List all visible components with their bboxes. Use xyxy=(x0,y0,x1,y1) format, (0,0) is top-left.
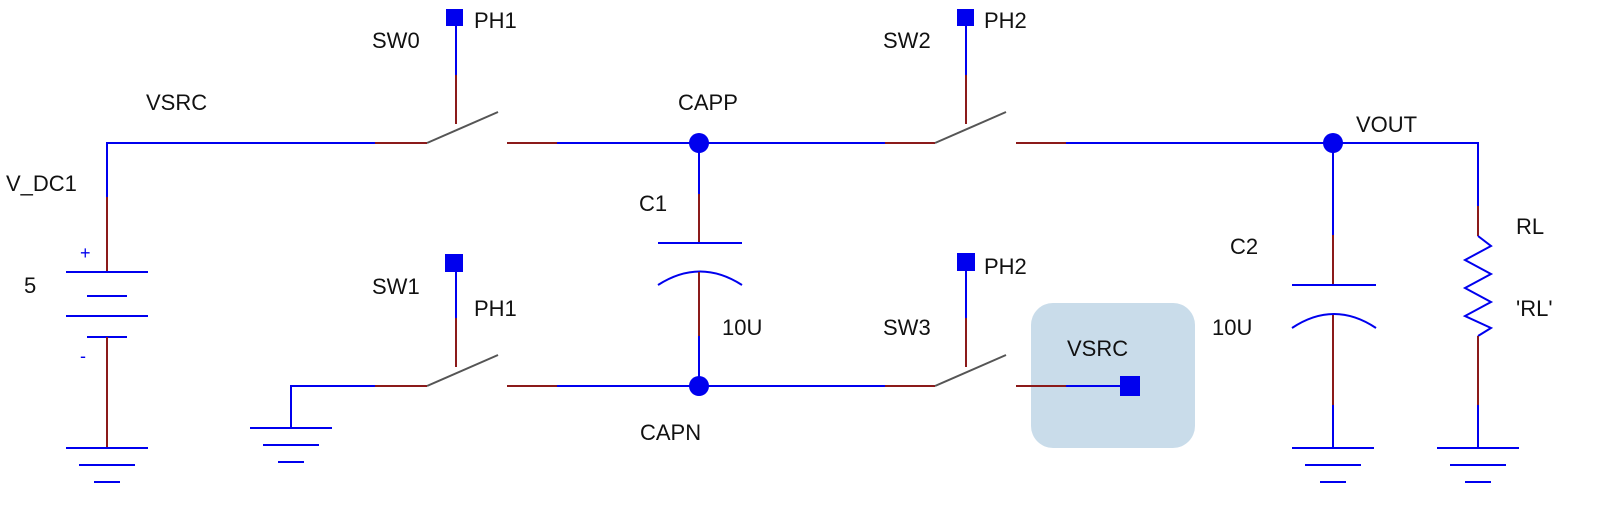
square-port-icon[interactable] xyxy=(445,254,463,272)
net-label-capp: CAPP xyxy=(678,90,738,115)
wire-vout[interactable] xyxy=(1016,142,1479,206)
resistor-rl[interactable] xyxy=(1462,206,1494,448)
c2-name: C2 xyxy=(1230,234,1258,259)
net-label-vsrc: VSRC xyxy=(146,90,207,115)
dc-source-v-dc1[interactable] xyxy=(66,197,148,448)
source-name: V_DC1 xyxy=(6,171,77,196)
port-label-vsrc: VSRC xyxy=(1067,336,1128,361)
ground-icon xyxy=(250,427,332,463)
square-port-icon[interactable] xyxy=(957,9,974,26)
source-value: 5 xyxy=(24,273,36,298)
square-port-icon[interactable] xyxy=(957,253,975,271)
switch-sw3[interactable] xyxy=(934,253,1007,387)
source-plus: + xyxy=(80,243,91,263)
switch-sw0[interactable] xyxy=(426,9,499,144)
capacitor-c2[interactable] xyxy=(1291,143,1377,448)
ground-icon xyxy=(1437,447,1519,483)
sw2-phase: PH2 xyxy=(984,8,1027,33)
sw0-phase: PH1 xyxy=(474,8,517,33)
source-minus: - xyxy=(80,346,86,366)
sw2-name: SW2 xyxy=(883,28,931,53)
square-port-icon[interactable] xyxy=(1120,376,1140,396)
ground-icon xyxy=(1292,447,1374,483)
sw0-name: SW0 xyxy=(372,28,420,53)
rl-value: 'RL' xyxy=(1516,296,1553,321)
net-label-capn: CAPN xyxy=(640,420,701,445)
c1-value: 10U xyxy=(722,315,762,340)
c1-name: C1 xyxy=(639,191,667,216)
wire-vsrc[interactable] xyxy=(106,142,427,250)
wire-sw1-ground[interactable] xyxy=(290,385,427,428)
sw1-name: SW1 xyxy=(372,274,420,299)
sw1-phase: PH1 xyxy=(474,296,517,321)
square-port-icon[interactable] xyxy=(446,9,463,26)
ground-icon xyxy=(66,447,148,483)
selection-highlight[interactable] xyxy=(1031,303,1195,448)
sw3-name: SW3 xyxy=(883,315,931,340)
switch-sw1[interactable] xyxy=(426,254,499,387)
wire-vsrc-port[interactable] xyxy=(1016,376,1140,396)
sw3-phase: PH2 xyxy=(984,254,1027,279)
capacitor-c1[interactable] xyxy=(657,143,743,386)
rl-name: RL xyxy=(1516,214,1544,239)
c2-value: 10U xyxy=(1212,315,1252,340)
net-label-vout: VOUT xyxy=(1356,112,1417,137)
switch-sw2[interactable] xyxy=(934,9,1007,144)
